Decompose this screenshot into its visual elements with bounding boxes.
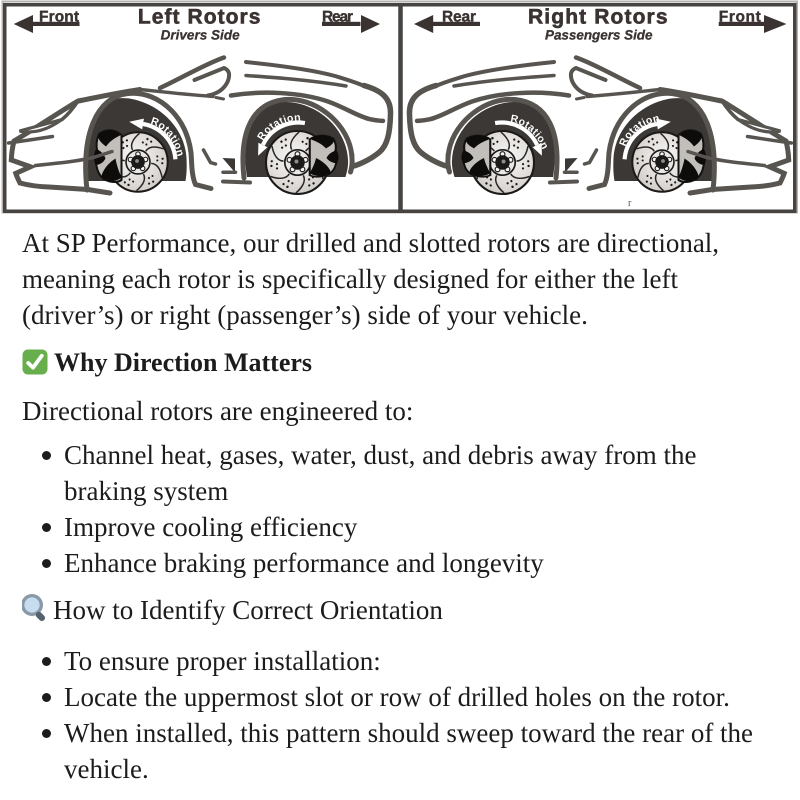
svg-text:Drivers Side: Drivers Side bbox=[161, 28, 240, 43]
svg-text:Passengers Side: Passengers Side bbox=[545, 28, 653, 43]
svg-text:Rear: Rear bbox=[322, 9, 353, 26]
svg-text:Front: Front bbox=[719, 9, 761, 26]
svg-text:Right Rotors: Right Rotors bbox=[528, 5, 668, 28]
svg-text:Front: Front bbox=[39, 9, 79, 26]
svg-text:r: r bbox=[628, 198, 632, 209]
svg-text:Left Rotors: Left Rotors bbox=[138, 5, 261, 28]
svg-text:Rear: Rear bbox=[442, 9, 476, 26]
